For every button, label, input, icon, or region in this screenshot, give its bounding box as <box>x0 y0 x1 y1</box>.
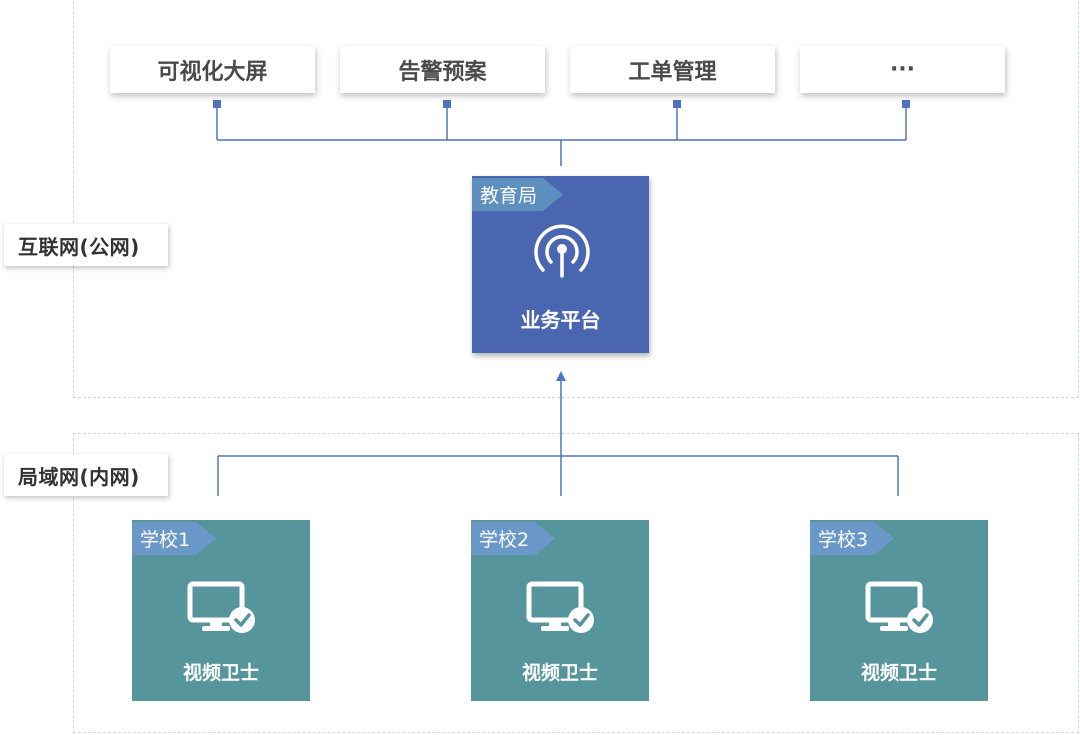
module-label: 可视化大屏 <box>157 59 268 85</box>
module-alarm-plan: 告警预案 <box>340 46 545 93</box>
arrow-up-icon <box>556 371 566 381</box>
lan-zone <box>73 433 1079 733</box>
signal-broadcast-icon <box>534 224 590 278</box>
module-label: 工单管理 <box>628 59 717 85</box>
module-work-order: 工单管理 <box>570 46 775 93</box>
school-tile-3: 学校3 视频卫士 <box>810 520 988 701</box>
school-label: 视频卫士 <box>521 662 598 684</box>
connector-dot-4 <box>902 100 910 108</box>
platform-tile: 教育局 业务平台 <box>472 176 649 353</box>
school-tag: 学校1 <box>132 522 216 555</box>
connector-dot-3 <box>673 100 681 108</box>
platform-tag: 教育局 <box>472 178 563 211</box>
lan-zone-label: 局域网(内网) <box>4 454 168 496</box>
monitor-check-icon <box>865 581 933 633</box>
internet-zone-label: 互联网(公网) <box>4 224 168 266</box>
module-more: ··· <box>800 46 1005 93</box>
internet-zone <box>73 0 1079 398</box>
platform-label: 业务平台 <box>520 308 601 332</box>
connector-dot-1 <box>213 100 221 108</box>
school-tag: 学校3 <box>810 522 894 555</box>
connector-dot-2 <box>443 100 451 108</box>
school-tile-1: 学校1 视频卫士 <box>132 520 310 701</box>
school-tag: 学校2 <box>471 522 555 555</box>
module-label: 告警预案 <box>398 59 487 85</box>
monitor-check-icon <box>526 581 594 633</box>
school-tile-2: 学校2 视频卫士 <box>471 520 649 701</box>
module-visual-screen: 可视化大屏 <box>110 46 315 93</box>
monitor-check-icon <box>187 581 255 633</box>
module-label: ··· <box>889 57 916 82</box>
school-label: 视频卫士 <box>860 662 937 684</box>
school-label: 视频卫士 <box>182 662 259 684</box>
